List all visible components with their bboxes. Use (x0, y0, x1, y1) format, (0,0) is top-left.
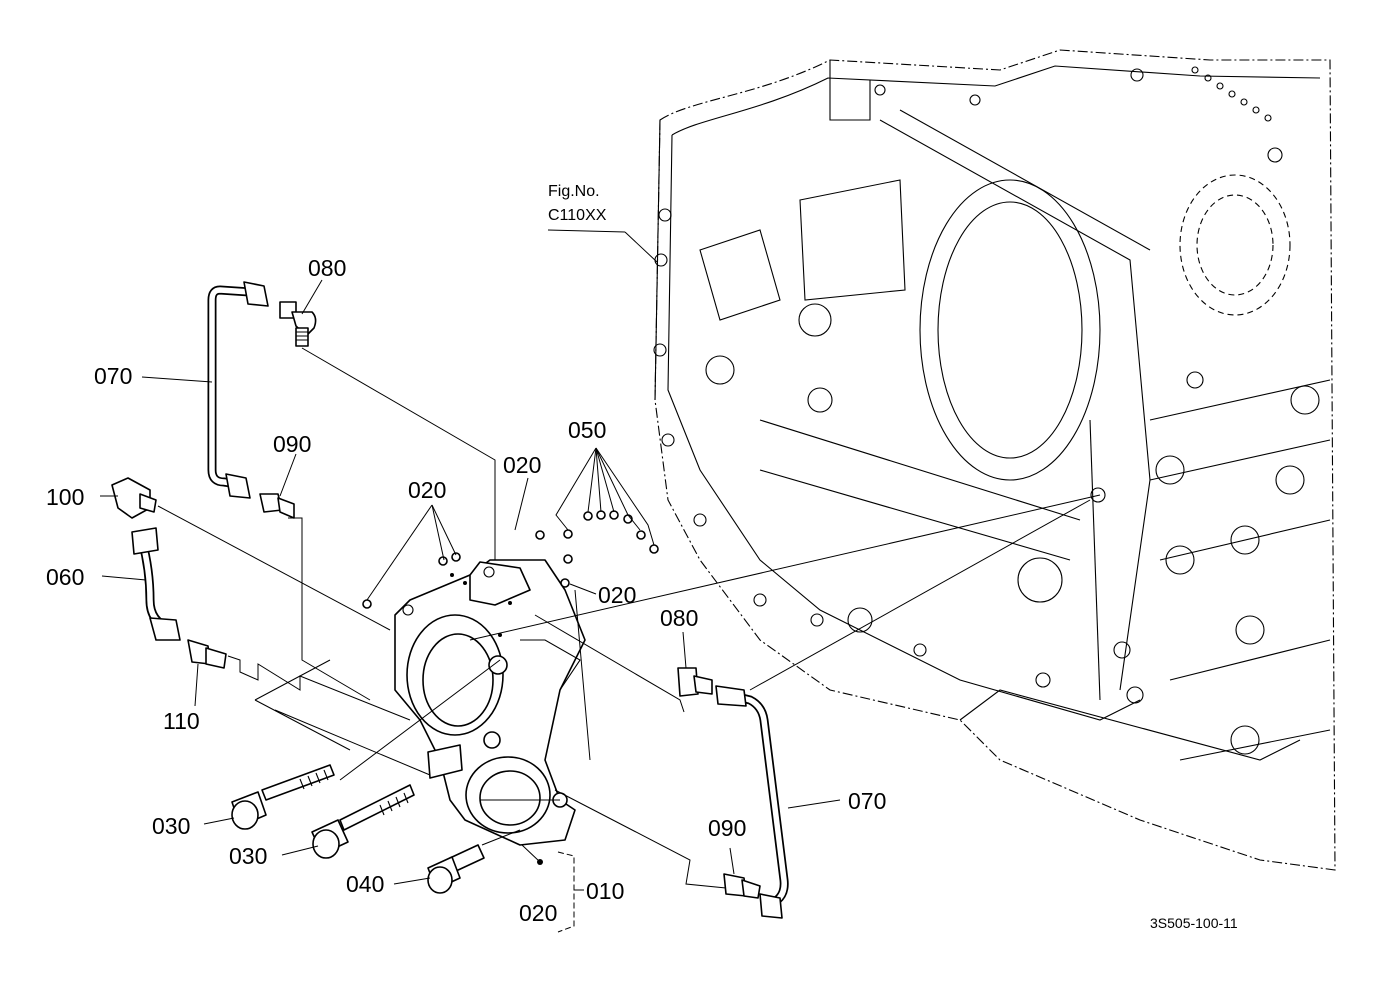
callout-090-lower: 090 (708, 815, 746, 841)
callout-040: 040 (346, 871, 384, 897)
callout-labels: Fig.No. C110XX 080 070 090 100 060 110 0… (46, 183, 1238, 931)
adapter-090-lower (723, 873, 761, 899)
callout-030-lower: 030 (229, 843, 267, 869)
callout-020-right: 020 (598, 582, 636, 608)
callout-060: 060 (46, 564, 84, 590)
adapter-110 (187, 639, 227, 669)
callout-090-upper: 090 (273, 431, 311, 457)
callout-080-upper: 080 (308, 255, 346, 281)
bolt-030-lower (311, 784, 415, 859)
elbow-080-lower (677, 667, 713, 697)
elbow-080-upper (279, 301, 317, 347)
pipe-070-upper (207, 281, 269, 499)
front-cover-assembly (394, 559, 586, 846)
callout-030-upper: 030 (152, 813, 190, 839)
pipe-060 (131, 527, 181, 641)
callout-100: 100 (46, 484, 84, 510)
callout-080-lower: 080 (660, 605, 698, 631)
document-id: 3S505-100-11 (1150, 915, 1238, 931)
bolt-030-upper (231, 764, 335, 830)
figure-ref-line1: Fig.No. (548, 183, 600, 200)
callout-020-upper-left: 020 (408, 477, 446, 503)
callout-010: 010 (586, 878, 624, 904)
callout-110: 110 (163, 708, 200, 734)
callout-070-lower: 070 (848, 788, 886, 814)
figure-ref-line2: C110XX (548, 207, 607, 224)
transmission-housing (653, 49, 1336, 871)
elbow-100 (111, 477, 157, 519)
pipe-070-lower (715, 685, 789, 919)
callout-020-upper-mid: 020 (503, 452, 541, 478)
leader-lines (100, 229, 1101, 933)
callout-050: 050 (568, 417, 606, 443)
callout-020-bottom: 020 (519, 900, 557, 926)
bolt-040 (427, 844, 485, 894)
callout-070-upper: 070 (94, 363, 132, 389)
adapter-090-upper (259, 493, 295, 519)
